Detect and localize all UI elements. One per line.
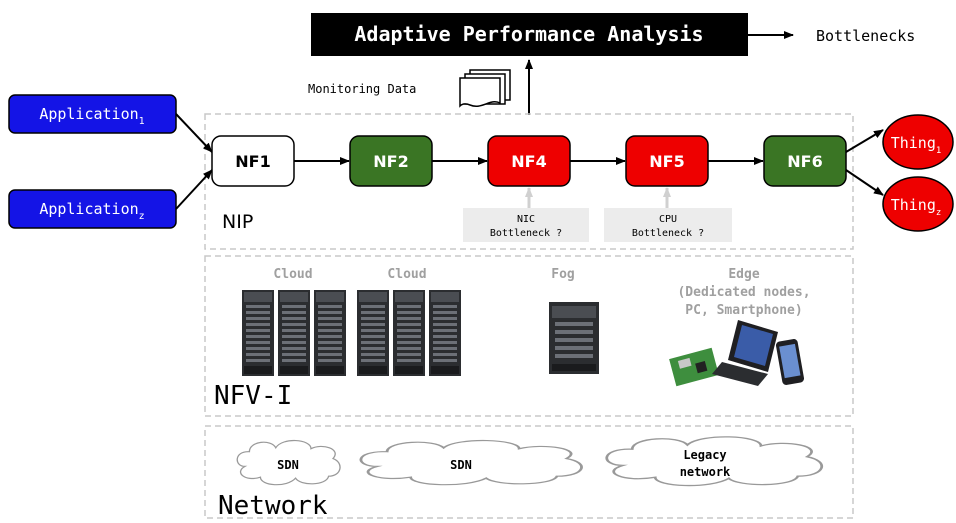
nf-node-nf4: NF4 xyxy=(487,135,571,187)
nf-label: NF2 xyxy=(373,152,408,171)
nic-bottleneck-note: NIC Bottleneck ? xyxy=(463,187,589,242)
sdn-cloud-1: SDN xyxy=(236,439,341,486)
nf-node-nf1: NF1 xyxy=(211,135,295,187)
adaptive-performance-analysis-box: Adaptive Performance Analysis xyxy=(311,13,748,56)
nf-chain: NF1 NF2 NF4 NF5 NF6 xyxy=(211,135,847,187)
nf-label: NF5 xyxy=(649,152,684,171)
monitoring-data-label: Monitoring Data xyxy=(308,82,416,96)
nf-node-nf5: NF5 xyxy=(625,135,709,187)
cloud-2-label: Cloud xyxy=(387,267,426,282)
sdn-cloud-2: SDN xyxy=(359,439,583,487)
nf-node-nf2: NF2 xyxy=(349,135,433,187)
cloud-1-label: Cloud xyxy=(273,267,312,282)
nip-label: NIP xyxy=(222,211,253,233)
thing-1-sub: 1 xyxy=(936,146,941,156)
thing-z-sub: z xyxy=(936,208,941,218)
nip-layer-box xyxy=(204,113,854,250)
svg-text:Application1: Application1 xyxy=(39,105,144,127)
thing-1-node: Thing1 xyxy=(882,114,954,170)
nic-note-line1: NIC xyxy=(517,214,535,225)
edge-label-line2: (Dedicated nodes, xyxy=(677,285,810,300)
application-z-box: Applicationz xyxy=(8,189,177,229)
cloud-2-servers-icon xyxy=(357,290,461,376)
svg-text:Thing1: Thing1 xyxy=(891,134,942,156)
legacy-label-line1: Legacy xyxy=(683,448,726,462)
cpu-note-line2: Bottleneck ? xyxy=(632,228,704,239)
application-1-sub: 1 xyxy=(139,116,145,127)
sdn-2-label: SDN xyxy=(450,458,472,472)
bottlenecks-label: Bottlenecks xyxy=(816,27,915,45)
svg-text:Applicationz: Applicationz xyxy=(39,200,144,222)
appz-to-nf1-arrow xyxy=(175,169,213,210)
title-text: Adaptive Performance Analysis xyxy=(354,22,703,46)
nf-label: NF6 xyxy=(787,152,822,171)
thing-z-text: Thing xyxy=(891,196,936,214)
nf-label: NF1 xyxy=(235,152,270,171)
edge-label-line3: PC, Smartphone) xyxy=(685,303,802,318)
edge-label-line1: Edge xyxy=(728,267,759,282)
application-1-box: Application1 xyxy=(8,94,177,134)
network-layer-box xyxy=(204,425,854,519)
thing-1-text: Thing xyxy=(891,134,936,152)
cloud-1-servers-icon xyxy=(242,290,346,376)
fog-label: Fog xyxy=(551,267,574,282)
application-z-text: Application xyxy=(39,200,138,218)
nfvi-layer-box xyxy=(204,255,854,417)
nfvi-label: NFV-I xyxy=(214,381,292,411)
fog-server-icon xyxy=(549,302,599,374)
application-1-text: Application xyxy=(39,105,138,123)
application-z-sub: z xyxy=(139,211,145,222)
sdn-1-label: SDN xyxy=(277,458,299,472)
legacy-label-line2: network xyxy=(680,465,731,479)
nf6-to-thing1-arrow xyxy=(845,129,884,153)
network-label: Network xyxy=(218,491,328,521)
nf6-to-thingz-arrow xyxy=(845,169,884,196)
cpu-note-line1: CPU xyxy=(659,214,677,225)
nf-label: NF4 xyxy=(511,152,546,171)
nf-node-nf6: NF6 xyxy=(763,135,847,187)
legacy-network-cloud: Legacy network xyxy=(605,435,824,487)
document-stack-icon xyxy=(459,69,511,108)
cpu-bottleneck-note: CPU Bottleneck ? xyxy=(604,187,732,242)
nic-note-line2: Bottleneck ? xyxy=(490,228,562,239)
app1-to-nf1-arrow xyxy=(175,113,213,153)
edge-devices-icon xyxy=(669,320,805,387)
thing-z-node: Thingz xyxy=(882,176,954,232)
svg-text:Thingz: Thingz xyxy=(891,196,942,218)
